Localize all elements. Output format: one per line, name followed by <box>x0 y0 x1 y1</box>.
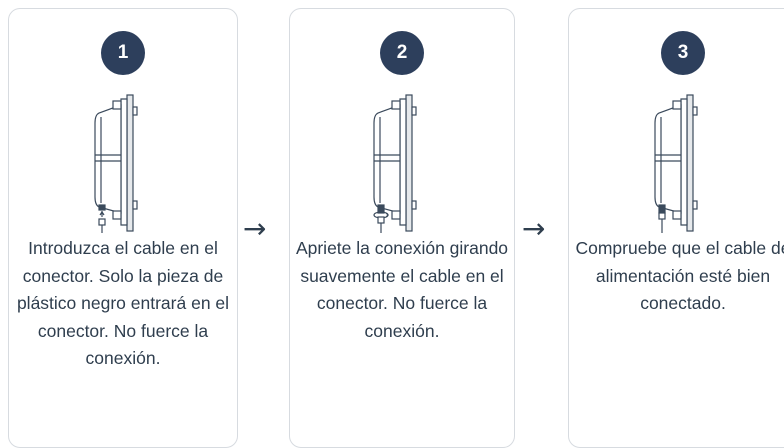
step-description: Compruebe que el cable de alimentación e… <box>575 238 784 313</box>
step-card-3: 3 Compruebe que el cable de alimentación… <box>568 8 784 448</box>
step-description: Introduzca el cable en el conector. Solo… <box>16 238 230 368</box>
step-description: Apriete la conexión girando suavemente e… <box>295 238 509 341</box>
step-card-1: 1 Introduzca el cable en el conector. So… <box>8 8 238 448</box>
wall-mounted-device-icon <box>370 93 434 233</box>
step-number-badge: 1 <box>101 31 145 75</box>
wall-mounted-device-icon <box>651 93 715 233</box>
step-number-badge: 2 <box>380 31 424 75</box>
arrow-right-icon: → <box>522 212 546 245</box>
step-card-2: 2 Apriete la conexión girando suavemente… <box>289 8 515 448</box>
arrow-right-icon: → <box>243 212 267 245</box>
step-number-badge: 3 <box>661 31 705 75</box>
wall-mounted-device-icon <box>91 93 155 233</box>
